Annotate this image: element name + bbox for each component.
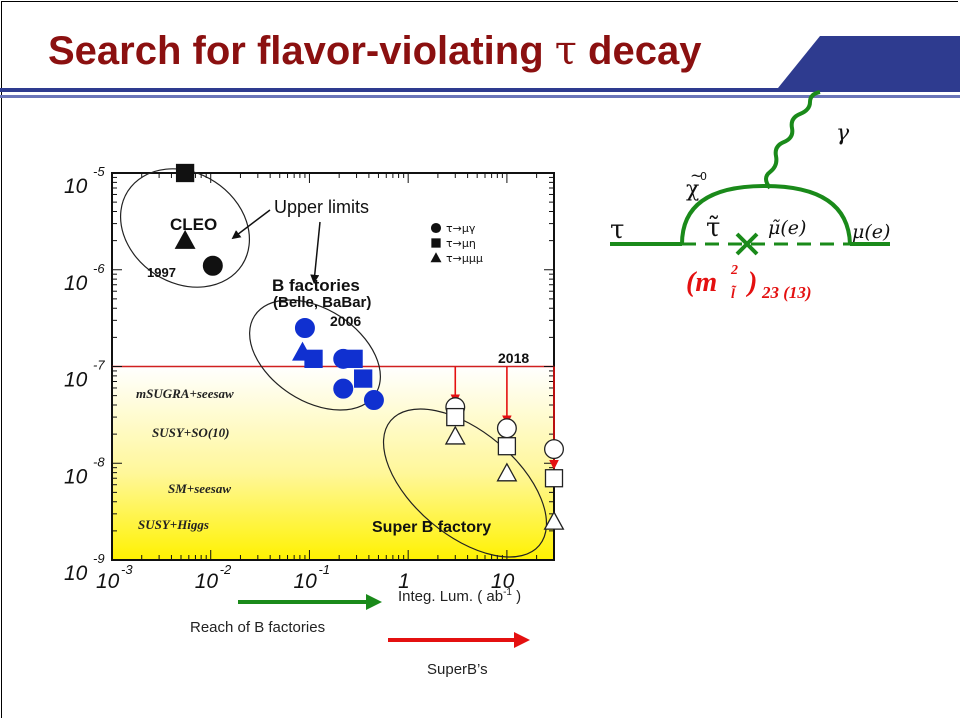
data-point-square: [304, 349, 323, 368]
data-point-circle: [544, 439, 565, 460]
integ-lumi-label: Integ. Lum. ( ab-1 ): [398, 587, 521, 605]
x-tick-base: 1: [398, 570, 410, 593]
x-tick-exp: -2: [220, 562, 232, 577]
data-point-square: [497, 437, 517, 456]
data-point-circle: [333, 348, 354, 369]
data-point-triangle: [543, 510, 565, 530]
y-tick-base: 10: [64, 369, 88, 392]
x-tick-label: 10: [491, 570, 515, 593]
data-point-circle: [333, 378, 354, 399]
y-tick-base: 10: [64, 175, 88, 198]
x-tick-label: 10-3: [96, 562, 133, 593]
y-tick-exp: -6: [93, 261, 105, 276]
y-tick-exp: -5: [93, 164, 105, 179]
cleo-ellipse: [119, 168, 251, 288]
header-rule-thin: [0, 95, 960, 98]
legend-label: τ→μη: [446, 237, 476, 250]
x-tick-exp: -1: [318, 562, 330, 577]
x-tick-base: 10: [491, 570, 515, 593]
reach-label: Reach of B factories: [190, 619, 326, 636]
data-point-triangle: [496, 462, 518, 482]
data-point-square: [354, 369, 373, 388]
y-tick-label: 10 -6: [64, 261, 105, 295]
model-label: SUSY+SO(10): [152, 425, 229, 440]
y-tick-exp: -9: [93, 551, 105, 566]
y-tick-label: 10 -7: [64, 358, 105, 392]
x-tick-label: 1: [398, 570, 410, 593]
upper-limits-arrow-bfactories: [310, 221, 321, 284]
header-bar: [0, 36, 960, 98]
header-band: [778, 36, 960, 88]
legend-label: τ→μγ: [446, 222, 476, 235]
x-tick-base: 10: [195, 570, 219, 593]
data-point-circle: [363, 390, 384, 411]
upper-limits-arrow-cleo: [231, 209, 271, 240]
header-rule: [0, 88, 960, 92]
x-tick-base: 10: [96, 570, 120, 593]
integ-label-close: ): [511, 588, 522, 605]
data-point-circle: [496, 418, 517, 439]
model-label: SUSY+Higgs: [138, 517, 209, 532]
integ-label-text: Integ. Lum. ( ab: [398, 588, 504, 605]
data-point-circle: [294, 317, 315, 338]
x-tick-label: 10-2: [195, 562, 232, 593]
legend-marker-square: [431, 238, 441, 248]
cleo-label: CLEO: [170, 215, 217, 234]
bfactories-year-label: 2006: [330, 313, 361, 329]
slide-title: Search for flavor-violating τ decay: [48, 26, 701, 76]
upper-limits-label: Upper limits: [274, 197, 369, 217]
data-point-circle: [202, 255, 223, 276]
title-suffix: decay: [576, 29, 702, 73]
data-point-triangle: [444, 425, 466, 445]
data-point-square: [446, 407, 465, 427]
y-tick-exp: -7: [93, 358, 105, 373]
legend-marker-triangle: [430, 252, 442, 263]
data-point-triangle: [174, 229, 196, 249]
bfactories-sub-label: (Belle, BaBar): [273, 294, 371, 311]
bfactories-label: B factories: [272, 276, 360, 295]
x-tick-base: 10: [293, 570, 317, 593]
year-2018-label: 2018: [498, 350, 529, 366]
y-tick-label: 10 -9: [64, 551, 105, 585]
superb-label: SuperB’s: [427, 661, 488, 678]
y-tick-exp: -8: [93, 454, 105, 469]
data-point-square: [544, 469, 564, 488]
model-band: [112, 366, 554, 560]
superb-factory-label: Super B factory: [372, 519, 491, 536]
legend-marker-circle: [430, 222, 442, 234]
title-prefix: Search for flavor-violating: [48, 29, 555, 73]
legend-label: τ→μμμ: [446, 252, 483, 265]
x-tick-label: 10-1: [293, 562, 330, 593]
model-label: mSUGRA+seesaw: [136, 386, 234, 401]
chart-legend: τ→μγ τ→μη τ→μμμ: [430, 222, 483, 265]
y-tick-label: 10 -8: [64, 454, 105, 488]
y-tick-base: 10: [64, 272, 88, 295]
cleo-year-label: 1997: [147, 265, 176, 280]
x-tick-exp: -3: [121, 562, 133, 577]
y-tick-base: 10: [64, 465, 88, 488]
title-tau: τ: [554, 28, 577, 74]
y-tick-base: 10: [64, 562, 88, 585]
data-point-square: [175, 163, 195, 183]
y-tick-label: 10 -5: [64, 164, 105, 198]
model-label: SM+seesaw: [168, 481, 231, 496]
integ-label-exp: -1: [503, 587, 512, 598]
